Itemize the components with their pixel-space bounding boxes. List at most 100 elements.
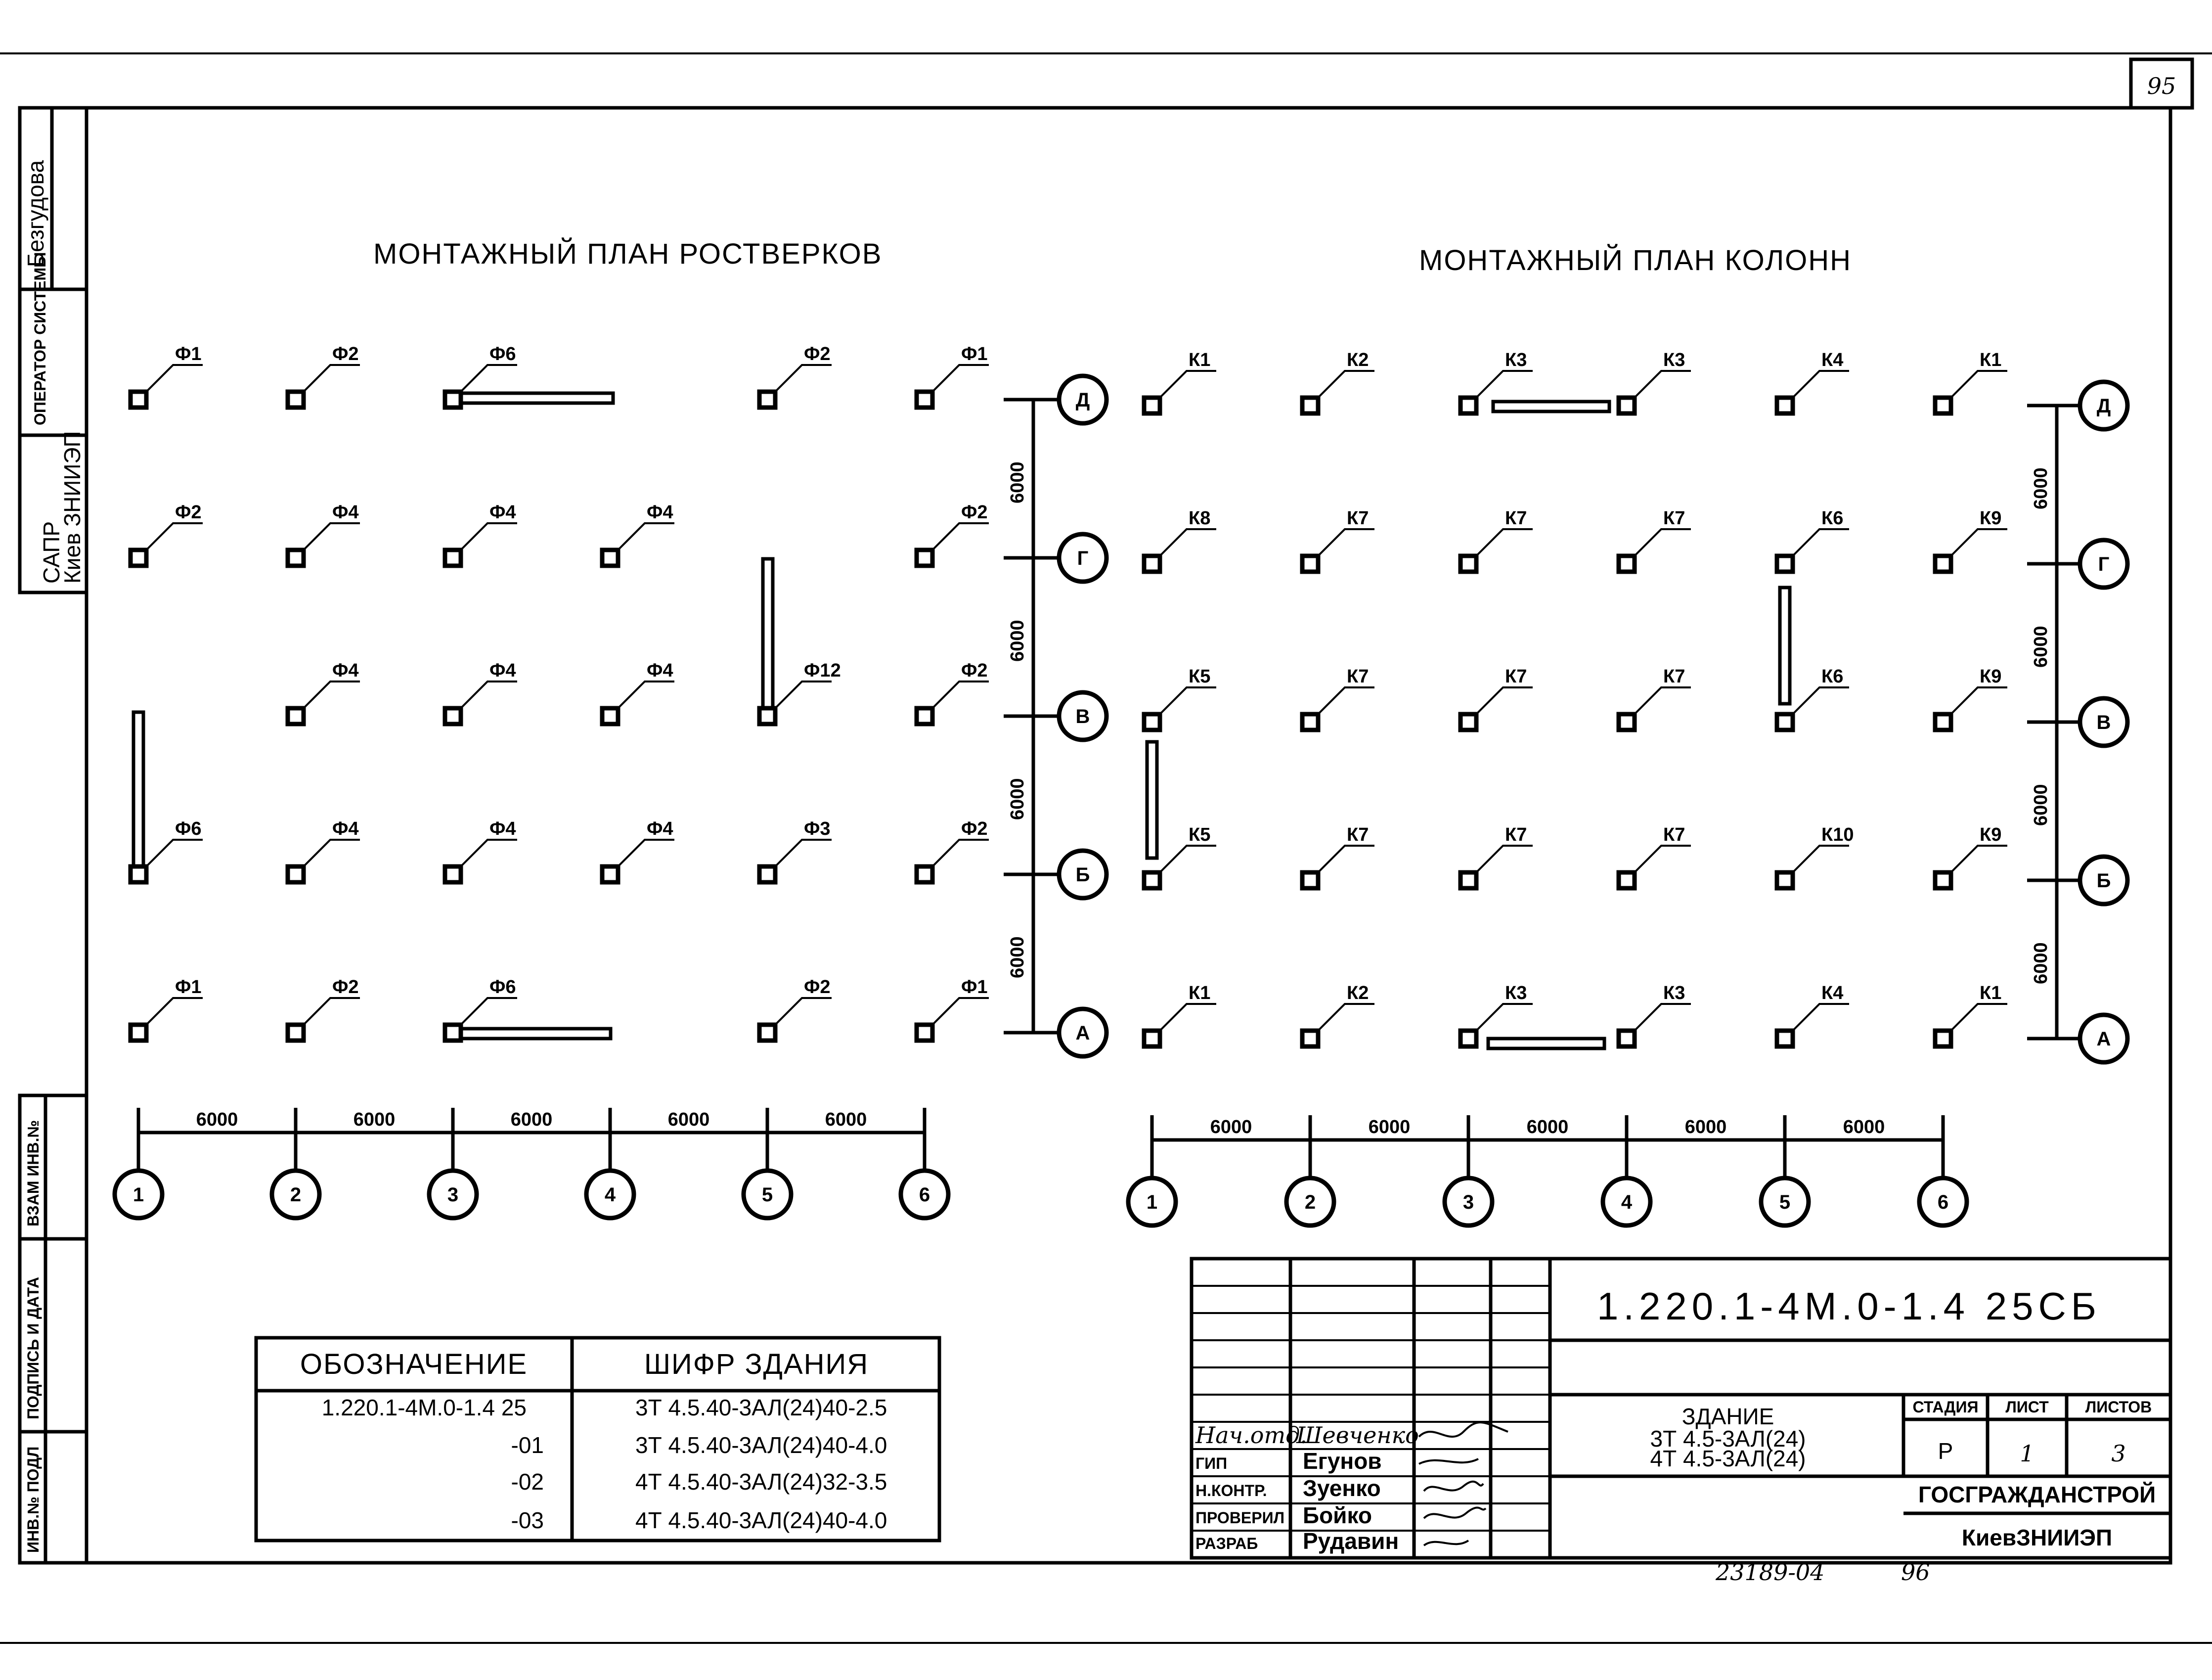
dimension-value: 6000 <box>1007 778 1028 820</box>
element-mark <box>442 706 463 726</box>
element-mark <box>1616 712 1637 732</box>
bar-k5 <box>1145 740 1159 860</box>
element-label: К2 <box>1347 983 1369 1003</box>
element-mark <box>1300 395 1321 416</box>
leader-line <box>1634 845 1691 873</box>
axis-bubble <box>427 1168 479 1221</box>
drawing-code: 1.220.1-4М.0-1.4 25СБ <box>1597 1284 2101 1328</box>
dimension-value: 6000 <box>2031 784 2051 826</box>
axis-bubble <box>1057 532 1109 584</box>
element-mark <box>128 389 149 410</box>
leader-line <box>774 681 832 709</box>
leader-line <box>1950 1003 2007 1032</box>
spec-table: ОБОЗНАЧЕНИЕ ШИФР ЗДАНИЯ 1.220.1-4М.0-1.4… <box>254 1336 941 1543</box>
element-label: Ф4 <box>332 660 359 681</box>
leader-line <box>1634 686 1691 715</box>
element-mark <box>914 389 935 410</box>
element-mark <box>1300 1028 1321 1049</box>
leader-line <box>145 997 203 1026</box>
element-label: К6 <box>1821 508 1843 529</box>
element-mark <box>1933 870 1953 891</box>
element-mark <box>1142 1028 1162 1049</box>
element-label: К1 <box>1189 983 1210 1003</box>
element-label: К3 <box>1663 350 1685 370</box>
leader-line <box>1634 528 1691 557</box>
axis-bubble <box>1126 1176 1178 1228</box>
leader-line <box>145 839 203 867</box>
element-mark <box>1774 553 1795 574</box>
element-label: Ф2 <box>961 660 988 681</box>
element-mark <box>1142 712 1162 732</box>
table-header-code: ШИФР ЗДАНИЯ <box>644 1348 869 1380</box>
stamp-operator: ОПЕРАТОР СИСТЕМЫ <box>31 252 49 425</box>
dimension-value: 6000 <box>511 1109 553 1130</box>
element-label: Ф4 <box>332 818 359 839</box>
element-label: К2 <box>1347 350 1369 370</box>
leader-line <box>1792 528 1849 557</box>
table-cell: 4Т 4.5.40-3АЛ(24)40-4.0 <box>635 1507 887 1533</box>
leader-line <box>303 522 360 551</box>
element-label: К4 <box>1821 983 1843 1003</box>
dimension-value: 6000 <box>1007 620 1028 662</box>
element-label: Ф1 <box>175 977 202 998</box>
element-label: Ф2 <box>961 818 988 839</box>
leader-line <box>460 997 517 1026</box>
element-label: К10 <box>1821 824 1854 845</box>
element-mark <box>1300 870 1321 891</box>
stamp-inv: ИНВ.№ ПОДЛ <box>24 1447 42 1553</box>
axis-bubble <box>269 1168 322 1221</box>
element-label: Ф4 <box>489 502 516 523</box>
table-cell: 3Т 4.5.40-3АЛ(24)40-4.0 <box>635 1432 887 1458</box>
element-label: К7 <box>1347 508 1369 529</box>
axis-bubble <box>1057 848 1109 901</box>
axis-label-col: 1 <box>1147 1191 1157 1213</box>
leader-line <box>931 364 989 393</box>
axis-bubble <box>584 1168 636 1221</box>
leader-line <box>303 997 360 1026</box>
element-label: К7 <box>1663 508 1685 529</box>
element-label: К9 <box>1980 508 2001 529</box>
element-label: К1 <box>1980 350 2001 370</box>
signature <box>1423 1540 1469 1546</box>
element-mark <box>914 1022 935 1043</box>
element-label: К8 <box>1189 508 1210 529</box>
leader-line <box>1475 1003 1533 1032</box>
dimension-value: 6000 <box>2031 942 2051 984</box>
element-mark <box>1774 870 1795 891</box>
element-label: Ф1 <box>961 977 988 998</box>
leader-line <box>460 364 517 393</box>
element-label: Ф6 <box>489 344 516 364</box>
axis-bubble <box>1057 690 1109 742</box>
element-mark <box>1933 712 1953 732</box>
axis-label-col: 4 <box>1621 1191 1633 1213</box>
element-label: Ф4 <box>332 502 359 523</box>
element-label: Ф2 <box>332 344 359 364</box>
leader-line <box>1475 686 1533 715</box>
element-label: Ф6 <box>175 818 202 839</box>
axis-label-col: 4 <box>605 1184 616 1206</box>
element-mark <box>757 864 778 885</box>
element-label: Ф4 <box>647 660 673 681</box>
element-label: Ф1 <box>175 344 202 364</box>
element-mark <box>1142 553 1162 574</box>
element-label: К7 <box>1505 508 1527 529</box>
kolonn-bars <box>1145 400 1792 1050</box>
axis-bubble <box>741 1168 794 1221</box>
org-name-1: ГОСГРАЖДАНСТРОЙ <box>1918 1482 2156 1507</box>
leader-line <box>774 364 832 393</box>
person-name: Бойко <box>1303 1502 1372 1528</box>
element-label: Ф4 <box>647 502 673 523</box>
dimension-value: 6000 <box>825 1109 867 1130</box>
element-label: К7 <box>1347 824 1369 845</box>
axis-label-col: 3 <box>1463 1191 1474 1213</box>
axis-label-row: Б <box>1076 864 1090 886</box>
element-label: К9 <box>1980 666 2001 687</box>
element-mark <box>1616 553 1637 574</box>
dimension-value: 6000 <box>1007 936 1028 978</box>
element-mark <box>1774 712 1795 732</box>
leader-line <box>1792 1003 1849 1032</box>
table-cell: 1.220.1-4М.0-1.4 25 <box>322 1395 527 1420</box>
element-mark <box>914 864 935 885</box>
